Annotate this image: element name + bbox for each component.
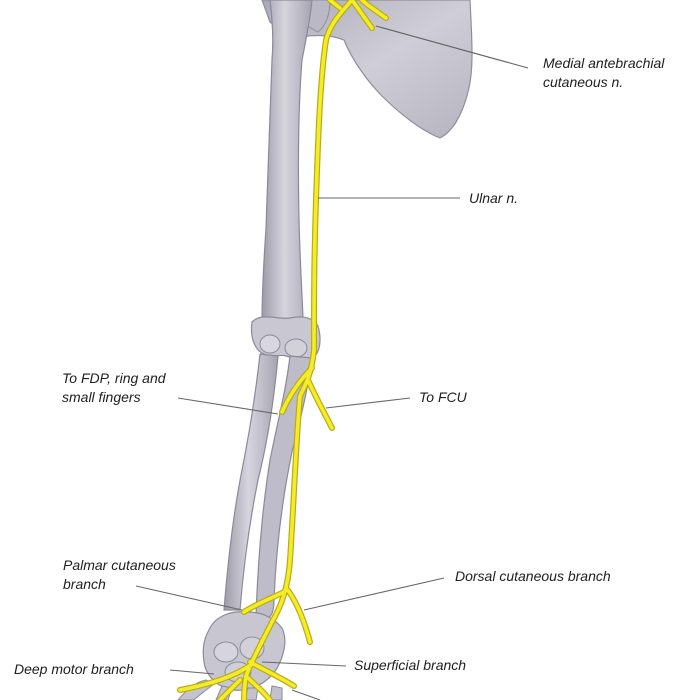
humerus-bone bbox=[261, 0, 313, 323]
scapula-bone bbox=[261, 0, 473, 139]
leader-to-fcu bbox=[325, 397, 411, 409]
leader-palmar-cutaneous bbox=[135, 585, 243, 611]
label-line: branch bbox=[63, 576, 106, 592]
leader-lines bbox=[135, 25, 529, 700]
label-medial-antebrachial: Medial antebrachial cutaneous n. bbox=[543, 54, 664, 92]
label-line: To FDP, ring and bbox=[62, 370, 166, 386]
label-superficial: Superficial branch bbox=[354, 656, 466, 675]
label-ulnar-n: Ulnar n. bbox=[469, 189, 518, 208]
label-line: small fingers bbox=[62, 389, 141, 405]
label-line: To FCU bbox=[419, 389, 467, 405]
leader-medial-antebrachial bbox=[375, 25, 529, 69]
leader-deep-motor bbox=[169, 669, 215, 675]
label-deep-motor: Deep motor branch bbox=[14, 660, 134, 679]
label-line: Deep motor branch bbox=[14, 661, 134, 677]
label-to-fcu: To FCU bbox=[419, 388, 467, 407]
leader-dorsal-cutaneous bbox=[303, 577, 445, 611]
label-line: Superficial branch bbox=[354, 657, 467, 673]
label-palmar-cutaneous: Palmar cutaneous branch bbox=[63, 556, 176, 594]
leader-to-fdp bbox=[177, 397, 279, 415]
label-line: Dorsal cutaneous branch bbox=[455, 568, 611, 584]
label-dorsal-cutaneous: Dorsal cutaneous branch bbox=[455, 567, 611, 586]
label-line: cutaneous n. bbox=[543, 74, 624, 90]
label-line: Ulnar n. bbox=[469, 190, 519, 206]
label-to-fdp: To FDP, ring and small fingers bbox=[62, 369, 166, 407]
label-line: Palmar cutaneous bbox=[63, 557, 176, 573]
label-line: Medial antebrachial bbox=[543, 55, 665, 71]
ulnar-nerve bbox=[177, 0, 389, 700]
leader-superficial bbox=[261, 661, 347, 667]
leader-lower bbox=[291, 689, 321, 700]
